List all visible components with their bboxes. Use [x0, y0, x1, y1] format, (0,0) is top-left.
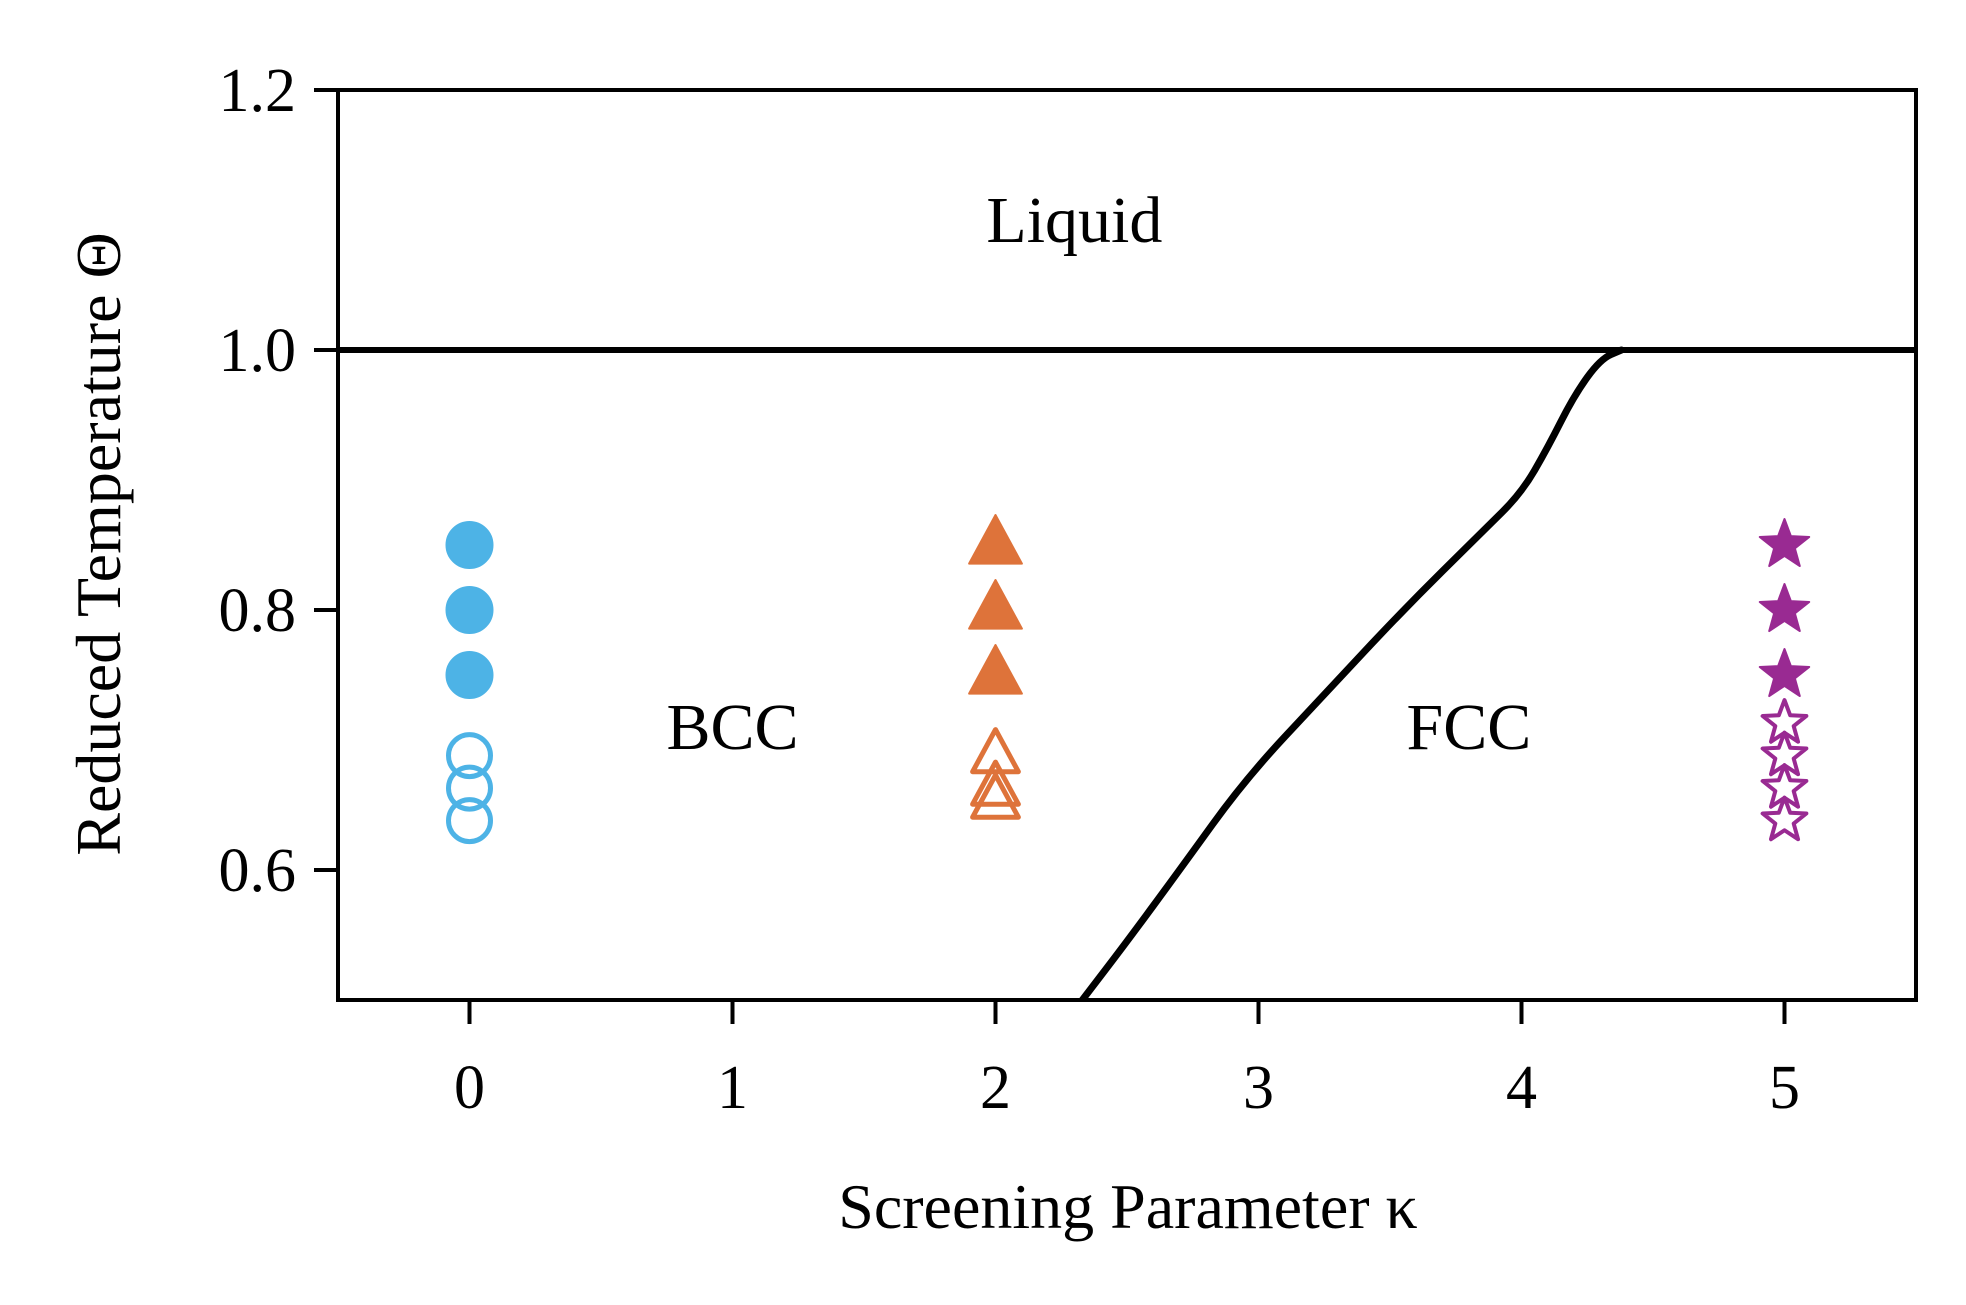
marks-layer — [338, 346, 1916, 1000]
x-tick-label: 4 — [1506, 1054, 1537, 1122]
region-label-bcc: BCC — [666, 691, 798, 764]
triangle-filled-point — [968, 644, 1023, 695]
y-tick-label: 0.8 — [219, 577, 297, 645]
star-hollow-point — [1760, 795, 1809, 842]
circle-hollow-point — [446, 764, 493, 812]
circle-hollow-point — [446, 732, 493, 780]
triangle-filled-point — [968, 514, 1023, 565]
x-tick-label: 3 — [1243, 1054, 1274, 1122]
star-filled-point — [1758, 648, 1811, 698]
circle-filled-point — [445, 586, 494, 634]
region-label-liquid: Liquid — [986, 184, 1162, 257]
x-tick-label: 5 — [1769, 1054, 1800, 1122]
y-tick-label: 0.6 — [219, 837, 297, 905]
circle-hollow-point — [446, 797, 493, 845]
y-tick-label: 1.0 — [219, 317, 297, 385]
x-tick-label: 2 — [980, 1054, 1011, 1122]
star-filled-point — [1758, 583, 1811, 633]
triangle-filled-point — [968, 579, 1023, 630]
plot-frame — [336, 88, 1918, 1002]
bcc-fcc-boundary-curve — [1078, 346, 1625, 1000]
x-axis-label: Screening Parameter κ — [838, 1171, 1418, 1242]
y-axis-label: Reduced Temperature Θ — [63, 232, 134, 855]
y-tick-label: 1.2 — [219, 57, 297, 125]
triangle-hollow-point — [970, 727, 1021, 775]
x-tick-label: 0 — [454, 1054, 485, 1122]
triangle-hollow-point — [970, 772, 1021, 820]
region-label-fcc: FCC — [1407, 691, 1532, 764]
circle-filled-point — [445, 651, 494, 699]
triangle-hollow-point — [970, 759, 1021, 807]
star-filled-point — [1758, 518, 1811, 568]
circle-filled-point — [445, 521, 494, 569]
x-tick-label: 1 — [717, 1054, 748, 1122]
